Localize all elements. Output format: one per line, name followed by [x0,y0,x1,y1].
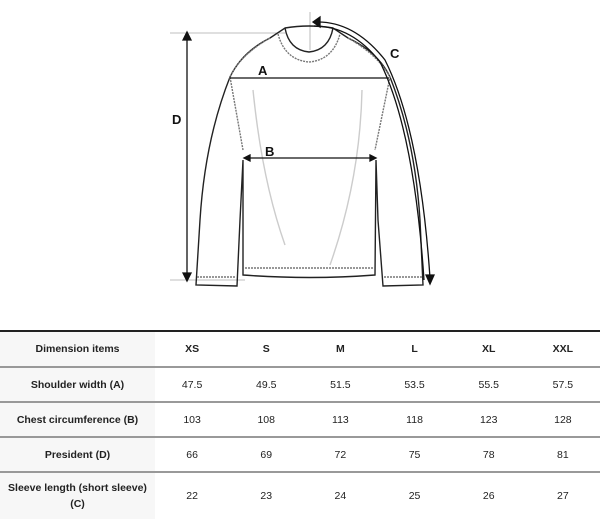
header-cell: XXL [525,331,600,368]
cell: 27 [557,490,569,502]
cell: 72 [303,437,378,473]
cell: 128 [525,402,600,438]
cell: 81 [525,437,600,473]
cell: 55.5 [451,367,526,403]
table-row: President (D) 66 69 72 75 78 81 [0,437,600,473]
cell: 53.5 [377,367,452,403]
shirt-body-outline [195,25,424,287]
size-table: Dimension items XS S M L XL XXL Shoulder… [0,330,600,519]
cell: 118 [377,402,452,438]
garment-size-diagram: A B C D [170,12,436,287]
cell: 75 [377,437,452,473]
cell: 103 [155,402,230,438]
row-label: Shoulder width (A) [0,367,155,403]
cell: 26 [482,490,495,502]
label-a: A [258,63,268,78]
table-row: Shoulder width (A) 47.5 49.5 51.5 53.5 5… [0,367,600,403]
label-d: D [172,112,181,127]
cell: 51.5 [303,367,378,403]
label-c: C [390,46,400,61]
label-b: B [265,144,274,159]
header-cell: XS [155,331,230,368]
c-measure-arrow [317,21,431,279]
cell: 113 [303,402,378,438]
header-cell: S [229,331,304,368]
cell: 25 [408,490,421,502]
cell: 78 [451,437,526,473]
row-label: Sleeve length (short sleeve) (C) [0,472,155,519]
cell: 47.5 [155,367,230,403]
cell: 108 [229,402,304,438]
cell: 23 [260,490,273,502]
header-cell: L [377,331,452,368]
cell: 123 [451,402,526,438]
row-label: Chest circumference (B) [0,402,155,438]
table-row: Sleeve length (short sleeve) (C) 22 23 2… [0,472,600,519]
table-header-row: Dimension items XS S M L XL XXL [0,331,600,368]
cell: 49.5 [229,367,304,403]
cell: 22 [186,490,198,502]
table-row: Chest circumference (B) 103 108 113 118 … [0,402,600,438]
header-cell: M [303,331,378,368]
row-label: President (D) [0,437,155,473]
cell: 57.5 [525,367,600,403]
header-cell: Dimension items [0,331,155,368]
cell: 66 [155,437,230,473]
header-cell: XL [451,331,526,368]
cell: 69 [229,437,304,473]
cell: 24 [334,490,347,502]
